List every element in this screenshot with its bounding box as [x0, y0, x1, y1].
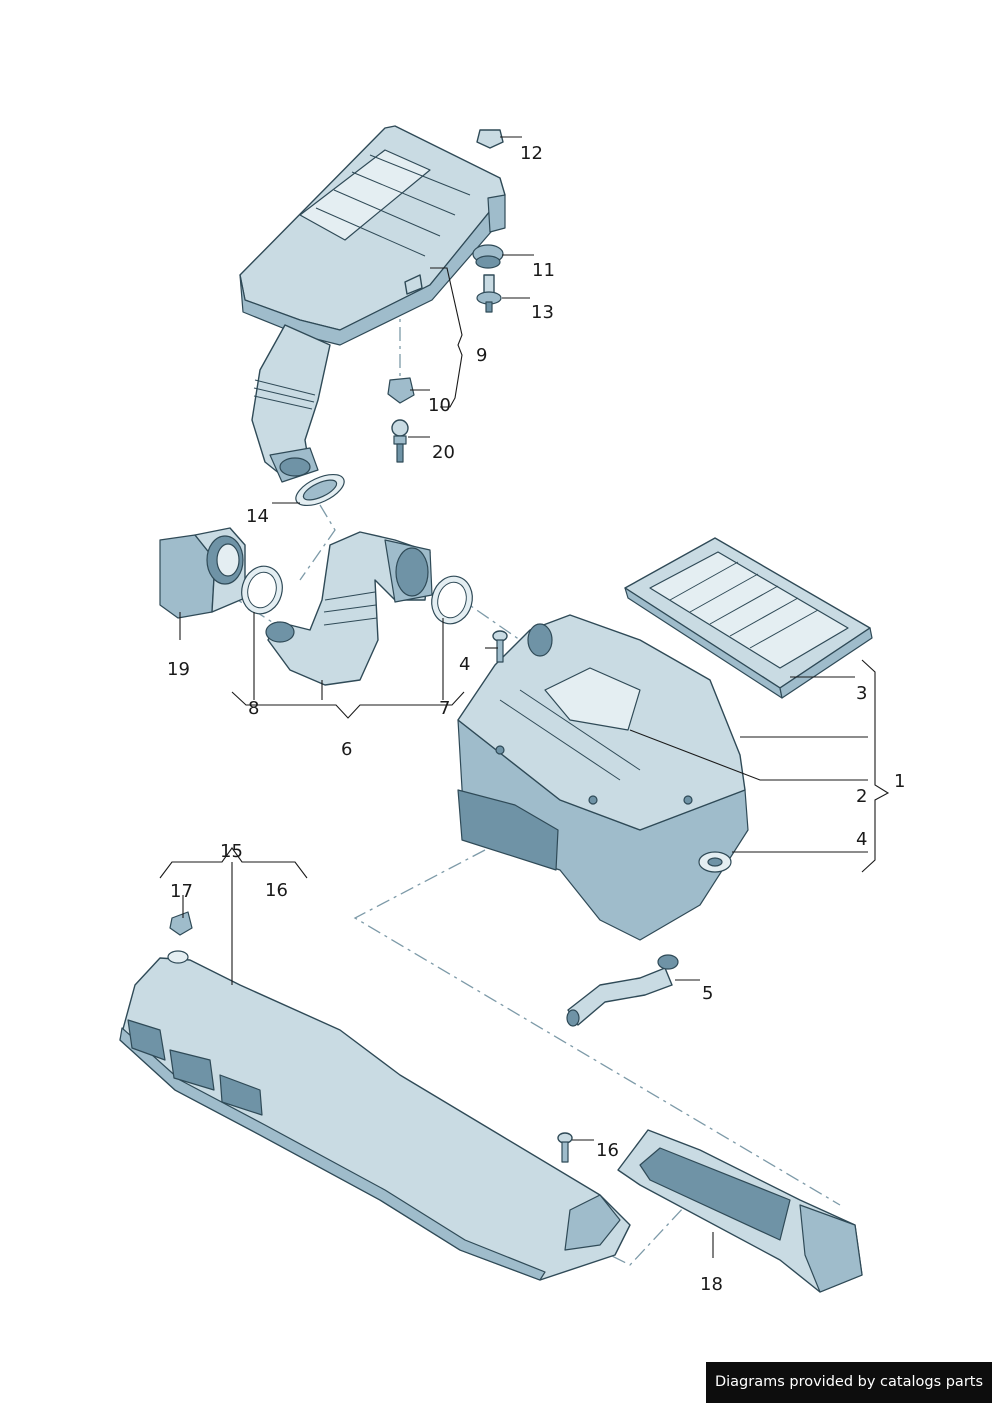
air-scoop-18-part: [617, 1129, 863, 1293]
callout-18: 18: [700, 1274, 723, 1295]
filter-element-3-part: [624, 537, 873, 699]
callout-2: 2: [856, 786, 867, 807]
callout-16-top: 16: [265, 880, 288, 901]
callout-13: 13: [531, 302, 554, 323]
callout-1: 1: [894, 771, 905, 792]
assembly-lines: [229, 300, 841, 1266]
callout-17: 17: [170, 881, 193, 902]
callout-6: 6: [341, 739, 352, 760]
credit-banner: Diagrams provided by catalogs parts: [706, 1362, 992, 1403]
screw-4-part: [492, 630, 508, 663]
callout-4-bottom: 4: [856, 829, 867, 850]
throttle-body-19-part: [159, 527, 246, 619]
bolt-13-part: [476, 274, 502, 313]
grommet-10-part: [387, 377, 415, 404]
callout-10: 10: [428, 395, 451, 416]
callout-8: 8: [248, 698, 259, 719]
grommet-11-part: [472, 244, 504, 269]
drain-hose-5-part: [566, 954, 679, 1027]
callout-14: 14: [246, 506, 269, 527]
upper-hose-part: [251, 324, 331, 483]
callout-11: 11: [532, 260, 555, 281]
screw-16-part: [557, 1132, 573, 1163]
intake-hose-6-part: [265, 531, 433, 686]
callout-15: 15: [220, 841, 243, 862]
callout-labels: 12 11 13 9 10 20 14 19 4 3 8 7 6 1 2 4 1…: [167, 143, 905, 1295]
callout-12: 12: [520, 143, 543, 164]
callout-5: 5: [702, 983, 713, 1004]
callout-4-top: 4: [459, 654, 470, 675]
air-filter-housing-part: [457, 614, 749, 941]
nut-12-part: [476, 129, 504, 149]
callout-19: 19: [167, 659, 190, 680]
hose-clamp-14-part: [295, 473, 345, 507]
air-duct-15-part: [119, 950, 631, 1281]
clip-17-part: [169, 911, 193, 936]
callout-16-bottom: 16: [596, 1140, 619, 1161]
callout-3: 3: [856, 683, 867, 704]
callout-7: 7: [439, 698, 450, 719]
callout-20: 20: [432, 442, 455, 463]
leader-lines: [159, 136, 890, 1258]
ball-stud-20-part: [391, 419, 409, 463]
intake-cover-part: [239, 125, 506, 346]
hose-clamp-8-part: [241, 565, 283, 615]
hose-clamp-7-part: [431, 575, 473, 625]
callout-9: 9: [476, 345, 487, 366]
